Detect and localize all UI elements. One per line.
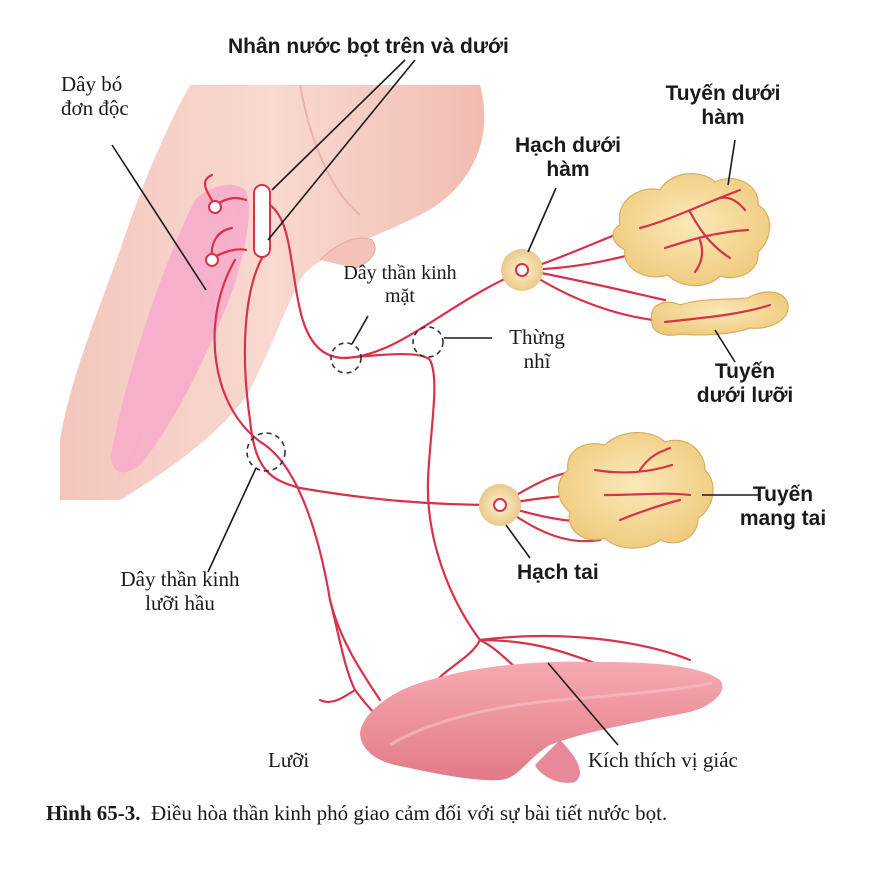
- submandibular-ganglion-line2: hàm: [546, 158, 590, 182]
- figure-caption: Hình 65-3. Điều hòa thần kinh phó giao c…: [46, 800, 836, 827]
- taste-stimuli-label: Kích thích vị giác: [588, 748, 738, 772]
- facial-nerve-line2: mặt: [385, 285, 415, 307]
- parotid-gland-label: Tuyến mang tai: [728, 483, 838, 531]
- tongue: [360, 661, 723, 783]
- sublingual-gland-label: Tuyến dưới lưỡi: [680, 360, 810, 408]
- dashed-markers: [246, 326, 444, 472]
- caption-text: Điều hòa thần kinh phó giao cảm đối với …: [151, 801, 668, 825]
- facial-nerve-label: Dây thần kinh mặt: [325, 262, 475, 308]
- submandibular-gland: [612, 173, 771, 287]
- leader-lines: [111, 59, 760, 746]
- submandibular-ganglion-neuron: [515, 263, 529, 277]
- glossopharyngeal-line1: Dây thần kinh: [120, 567, 240, 591]
- submandibular-gland-line1: Tuyến dưới: [665, 82, 781, 105]
- parotid-gland-line2: mang tai: [739, 507, 827, 531]
- salivatory-nucleus-marker: [253, 184, 271, 258]
- otic-ganglion-label: Hạch tai: [517, 561, 599, 584]
- glossopharyngeal-line2: lưỡi hầu: [145, 591, 215, 616]
- tongue-label: Lưỡi: [268, 748, 310, 772]
- caption-number: Hình 65-3.: [46, 801, 141, 825]
- sublingual-gland-line1: Tuyến: [714, 360, 776, 383]
- submandibular-gland-line2: hàm: [701, 106, 745, 130]
- chorda-tympani-label: Thừng nhĩ: [492, 325, 582, 373]
- submandibular-ganglion-label: Hạch dưới hàm: [508, 134, 628, 182]
- chorda-tympani-line2: nhĩ: [523, 349, 551, 374]
- facial-nerve-line1: Dây thần kinh: [343, 262, 457, 284]
- solitary-tract-line1: Dây bó: [61, 72, 123, 96]
- solitary-tract-line2: đơn độc: [61, 96, 129, 121]
- solitary-tract-label: Dây bó đơn độc: [61, 72, 129, 120]
- submandibular-gland-label: Tuyến dưới hàm: [658, 82, 788, 130]
- sublingual-gland: [650, 291, 789, 336]
- solitary-neurons: [205, 200, 222, 267]
- glossopharyngeal-nerve-label: Dây thần kinh lưỡi hầu: [75, 567, 285, 615]
- parotid-gland: [557, 431, 714, 549]
- submandibular-ganglion-line1: Hạch dưới: [515, 134, 621, 157]
- chorda-tympani-line1: Thừng: [509, 325, 565, 349]
- salivatory-nuclei-label: Nhân nước bọt trên và dưới: [228, 35, 509, 58]
- sublingual-gland-line2: dưới lưỡi: [696, 384, 794, 408]
- otic-ganglion-neuron: [493, 498, 507, 512]
- parotid-gland-line1: Tuyến: [752, 483, 814, 506]
